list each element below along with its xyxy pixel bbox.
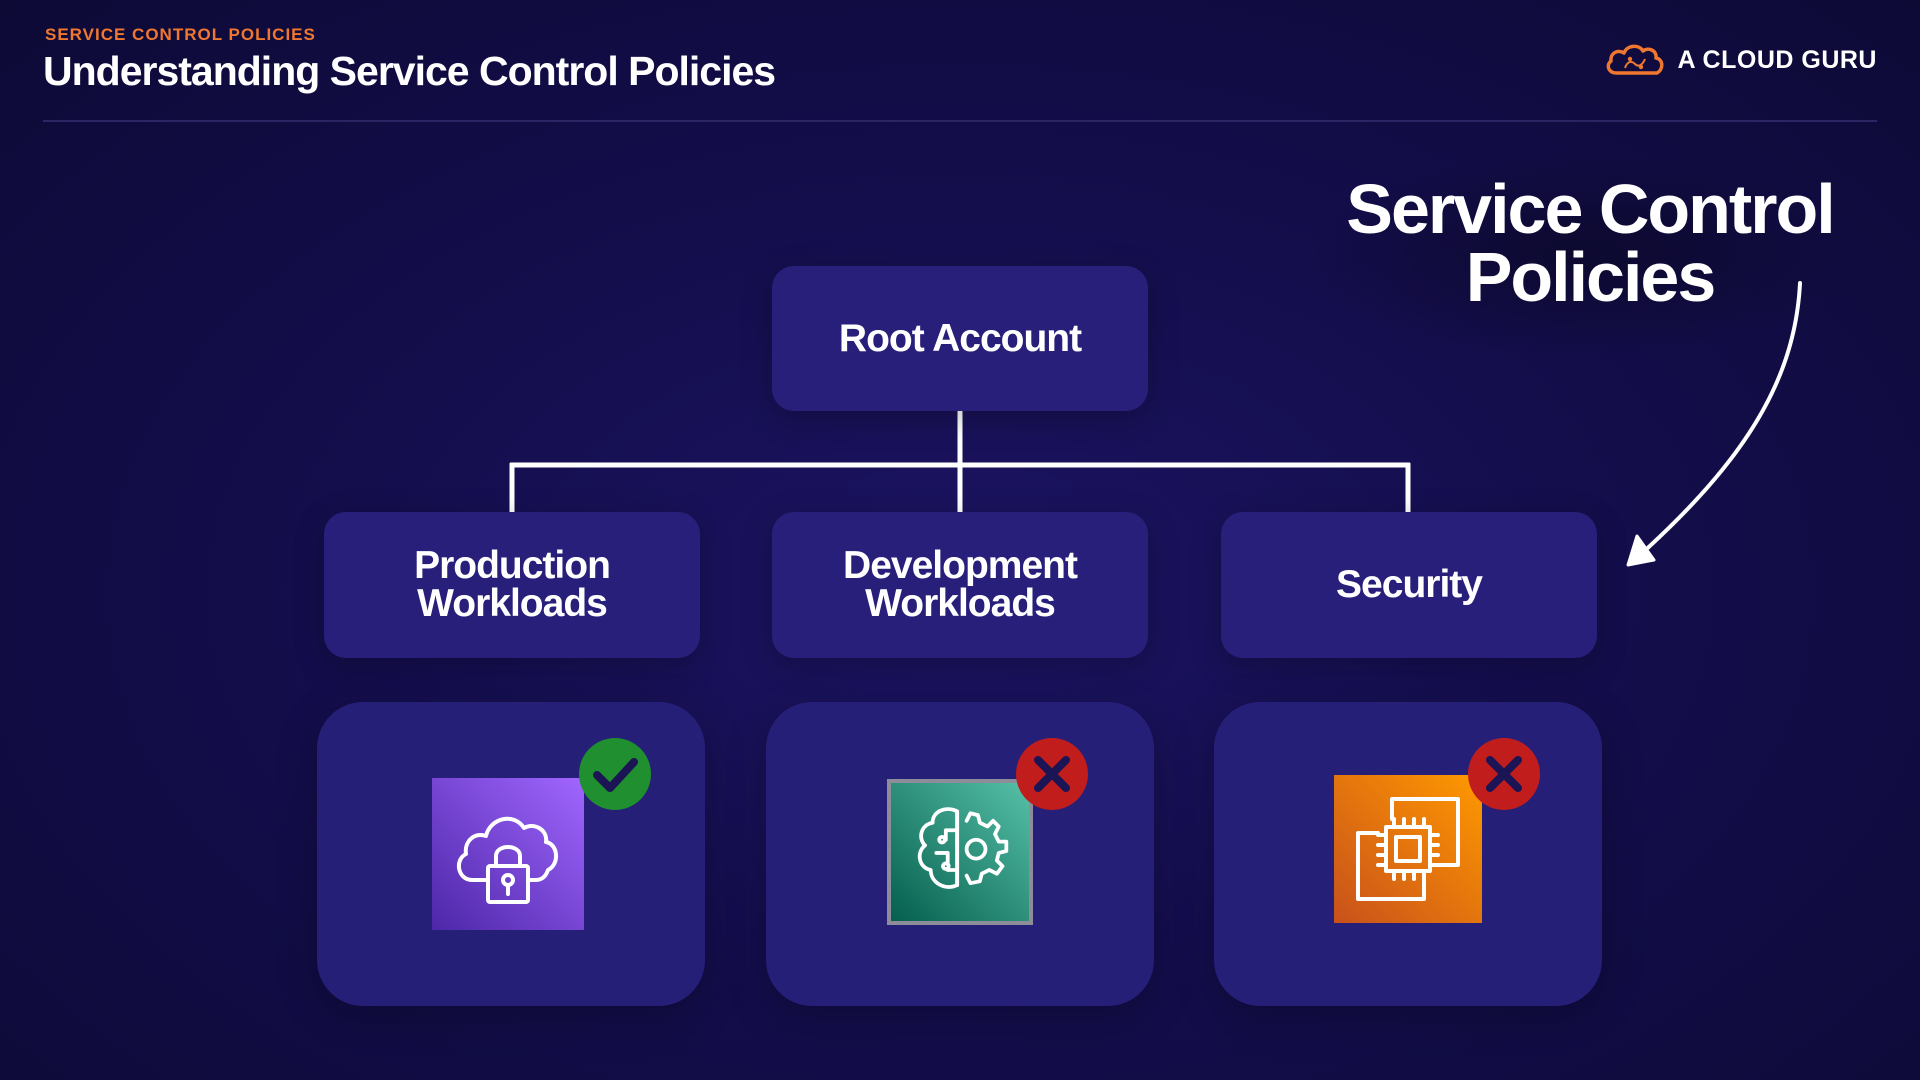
security-service-panel: [1214, 702, 1602, 1006]
x-mark-icon: [1034, 756, 1070, 792]
cloud-logo-icon: [1607, 44, 1664, 75]
development-service-panel: [766, 702, 1154, 1006]
cloud-lock-icon: [432, 778, 584, 930]
ou-security: Security: [1221, 512, 1597, 658]
root-account-node: Root Account: [772, 266, 1148, 411]
header-divider: [43, 120, 1877, 122]
brain-gear-icon: [887, 779, 1033, 925]
checkmark-icon: [593, 758, 638, 792]
brand-name: A CLOUD GURU: [1677, 45, 1877, 74]
page-title: Understanding Service Control Policies: [43, 48, 776, 94]
production-service-panel: [317, 702, 705, 1006]
compute-chip-icon: [1334, 775, 1482, 923]
tree-connector-lines: [509, 411, 1411, 512]
allowed-status-badge: [579, 738, 651, 810]
ou-production-workloads: Production Workloads: [324, 512, 700, 658]
denied-status-badge: [1016, 738, 1088, 810]
brand-logo: A CLOUD GURU: [1603, 40, 1877, 80]
scp-callout-title: Service Control Policies: [1346, 170, 1835, 316]
x-mark-icon: [1486, 756, 1522, 792]
denied-status-badge: [1468, 738, 1540, 810]
eyebrow-label: SERVICE CONTROL POLICIES: [45, 25, 316, 44]
ou-development-workloads: Development Workloads: [772, 512, 1148, 658]
